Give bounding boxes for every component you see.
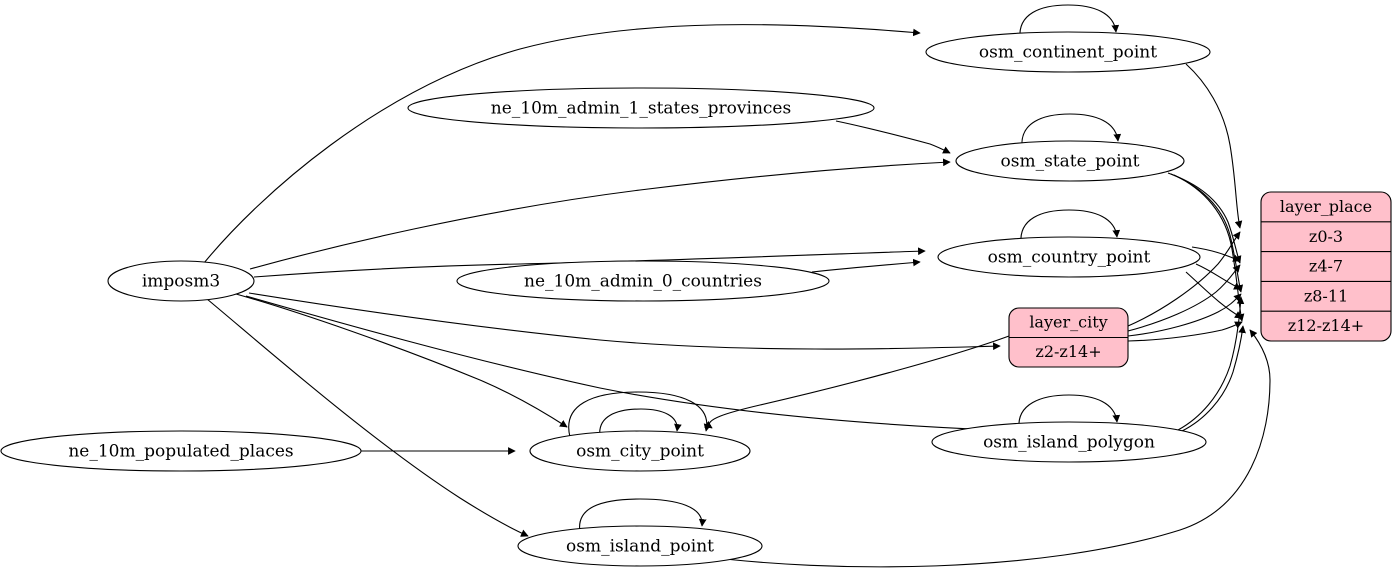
node-layer_city[interactable]: layer_city z2-z14+ — [1008, 307, 1129, 368]
node-label-osm_island_point: osm_island_point — [566, 537, 714, 557]
node-label-imposm3: imposm3 — [142, 272, 220, 292]
node-osm_continent_point[interactable]: osm_continent_point — [925, 31, 1211, 73]
record-box-layer_place[interactable] — [1260, 191, 1392, 342]
node-imposm3[interactable]: imposm3 — [107, 260, 255, 302]
record-row-layer_place-z8-11[interactable]: z8-11 — [1304, 286, 1348, 305]
edge-imposm3-to-osm_country_point — [253, 247, 926, 278]
node-ellipse-osm_state_point[interactable] — [955, 140, 1185, 182]
node-ellipse-osm_continent_point[interactable] — [925, 31, 1211, 73]
node-osm_island_point[interactable]: osm_island_point — [517, 525, 763, 567]
edge-layer_city-to-layer_place-z4-7 — [1127, 264, 1241, 332]
node-ellipse-osm_island_point[interactable] — [517, 525, 763, 567]
edge-osm_island_polygon-to-layer_place-z12-z14+ — [1181, 325, 1246, 432]
selfloop-osm_state_point — [1021, 113, 1122, 148]
node-osm_city_point[interactable]: osm_city_point — [529, 430, 751, 472]
node-ellipse-imposm3[interactable] — [107, 260, 255, 302]
record-row-layer_city-title: layer_city — [1029, 313, 1107, 332]
edge-layer_city-to-layer_place-z0-3 — [1127, 231, 1241, 327]
selfloop-osm_city_point-inner — [599, 408, 682, 438]
node-ellipse-osm_city_point[interactable] — [529, 430, 751, 472]
edge-osm_country_point-to-layer_place-z12-z14+ — [1185, 271, 1243, 319]
node-label-ne_10m_populated_places: ne_10m_populated_places — [68, 442, 293, 462]
node-layer_place[interactable]: layer_place z0-3 z4-7 z8-11 z12-z14+ — [1260, 191, 1392, 342]
node-label-osm_continent_point: osm_continent_point — [979, 43, 1157, 63]
selfloop-osm_island_point — [579, 498, 707, 533]
node-label-ne_10m_admin_0_countries: ne_10m_admin_0_countries — [524, 272, 762, 292]
edge-osm_country_point-to-layer_place-z4-7 — [1191, 246, 1241, 262]
record-row-layer_place-z0-3[interactable]: z0-3 — [1309, 227, 1343, 246]
selfloop-osm_city_point-outer — [568, 391, 712, 438]
edge-imposm3-to-osm_island_polygon — [245, 295, 996, 434]
edge-ne_10m_admin_1_states_provinces-to-osm_state_point — [835, 120, 951, 154]
edge-layer_city-to-layer_place-z8-11 — [1127, 293, 1242, 337]
record-row-layer_place-z4-7[interactable]: z4-7 — [1309, 257, 1343, 276]
edge-imposm3-to-osm_continent_point — [203, 24, 921, 264]
edge-layer — [203, 4, 1271, 568]
edge-layer_city-to-layer_place-z12-z14+ — [1127, 321, 1243, 342]
edge-imposm3-to-osm_city_point — [235, 293, 568, 428]
node-ellipse-osm_island_polygon[interactable] — [931, 421, 1207, 463]
edge-layer_city-to-osm_city_point — [704, 335, 1010, 429]
edge-ne_10m_admin_0_countries-to-osm_country_point — [811, 258, 921, 273]
node-ellipse-ne_10m_admin_1_states_provinces[interactable] — [407, 87, 875, 129]
node-label-osm_city_point: osm_city_point — [576, 442, 704, 462]
selfloop-osm_continent_point — [1019, 4, 1120, 39]
edge-imposm3-to-osm_state_point — [249, 158, 951, 270]
edge-imposm3-to-layer_city — [248, 292, 1001, 351]
node-layer: imposm3 ne_10m_admin_1_states_provinces … — [0, 31, 1392, 567]
edge-osm_island_polygon-to-layer_place-z8-11 — [1177, 296, 1245, 431]
selfloop-osm_island_polygon — [1018, 394, 1121, 429]
edge-imposm3-to-osm_island_point — [206, 298, 529, 537]
node-ne_10m_admin_0_countries[interactable]: ne_10m_admin_0_countries — [456, 260, 830, 302]
node-osm_island_polygon[interactable]: osm_island_polygon — [931, 421, 1207, 463]
node-osm_country_point[interactable]: osm_country_point — [937, 236, 1201, 278]
node-label-osm_country_point: osm_country_point — [988, 248, 1151, 268]
node-osm_state_point[interactable]: osm_state_point — [955, 140, 1185, 182]
edge-osm_country_point-to-layer_place-z8-11 — [1195, 263, 1242, 290]
record-row-layer_place-z12-z14plus[interactable]: z12-z14+ — [1288, 316, 1364, 335]
node-label-osm_island_polygon: osm_island_polygon — [983, 433, 1155, 453]
record-row-layer_place-title: layer_place — [1280, 197, 1372, 216]
node-label-osm_state_point: osm_state_point — [1001, 152, 1140, 172]
record-row-layer_city-z2-z14plus[interactable]: z2-z14+ — [1035, 342, 1101, 361]
node-ellipse-ne_10m_admin_0_countries[interactable] — [456, 260, 830, 302]
selfloop-osm_country_point — [1020, 209, 1121, 244]
edge-osm_island_point-to-layer_place-z12-z14+ — [699, 329, 1271, 568]
node-ellipse-osm_country_point[interactable] — [937, 236, 1201, 278]
node-ellipse-ne_10m_populated_places[interactable] — [0, 430, 362, 472]
node-label-ne_10m_admin_1_states_provinces: ne_10m_admin_1_states_provinces — [491, 99, 791, 119]
edge-osm_state_point-to-layer_place-z8-11 — [1170, 173, 1244, 293]
edge-osm_continent_point-to-layer_place-z0-3 — [1185, 63, 1243, 229]
node-ne_10m_populated_places[interactable]: ne_10m_populated_places — [0, 430, 362, 472]
node-ne_10m_admin_1_states_provinces[interactable]: ne_10m_admin_1_states_provinces — [407, 87, 875, 129]
